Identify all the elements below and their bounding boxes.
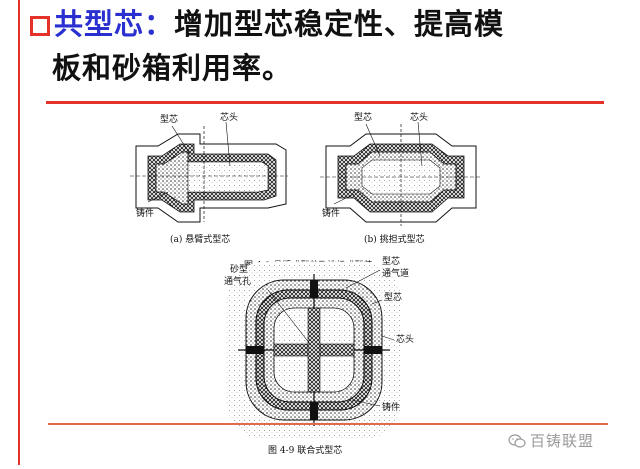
wechat-icon (508, 434, 526, 448)
label-a-casting: 铸件 (136, 207, 154, 219)
label-core: 型芯 (384, 291, 402, 303)
left-accent-rule (18, 0, 20, 465)
label-a-head: 芯头 (220, 111, 238, 123)
label-casting: 铸件 (382, 401, 400, 413)
diagram-b-straddle-core: 型芯 芯头 铸件 (b) 挑担式型芯 (320, 111, 482, 245)
title-line2: 板和砂箱利用率。 (52, 51, 293, 85)
title-keyword: 共型芯 (54, 7, 145, 41)
label-b-casting: 铸件 (322, 207, 340, 219)
label-a-core: 型芯 (160, 113, 178, 125)
watermark: 百铸联盟 (508, 430, 594, 451)
diagram-a-cantilever-core: 型芯 芯头 铸件 (a) 悬臂式型芯 (130, 111, 288, 245)
figure-image: 型芯 芯头 铸件 (a) 悬臂式型芯 型芯 芯头 铸件 (b) 挑担式型芯 图 … (118, 104, 510, 465)
watermark-text: 百铸联盟 (530, 432, 595, 450)
title-colon: ： (144, 7, 175, 41)
title-underline (46, 101, 604, 104)
caption-b: (b) 挑担式型芯 (364, 233, 425, 245)
diagram-combined-core: 砂型 通气孔 型芯 通气道 型芯 芯头 铸件 (224, 255, 414, 441)
bottom-rule (48, 423, 608, 425)
label-vent-hole: 通气孔 (224, 275, 251, 287)
bullet-square-icon (30, 16, 50, 36)
slide-title: 共型芯：增加型芯稳定性、提高模 板和砂箱利用率。 (30, 2, 630, 90)
label-b-core: 型芯 (354, 111, 372, 123)
label-core-head: 芯头 (396, 333, 414, 345)
title-line1: 增加型芯稳定性、提高模 (174, 7, 505, 41)
caption-fig-4-9: 图 4-9 联合式型芯 (268, 444, 342, 456)
label-sand-mold: 砂型 (230, 263, 248, 275)
label-core-top: 型芯 (382, 255, 400, 267)
caption-a: (a) 悬臂式型芯 (170, 233, 230, 245)
label-b-head: 芯头 (410, 111, 428, 123)
label-core-vent: 通气道 (382, 267, 409, 279)
